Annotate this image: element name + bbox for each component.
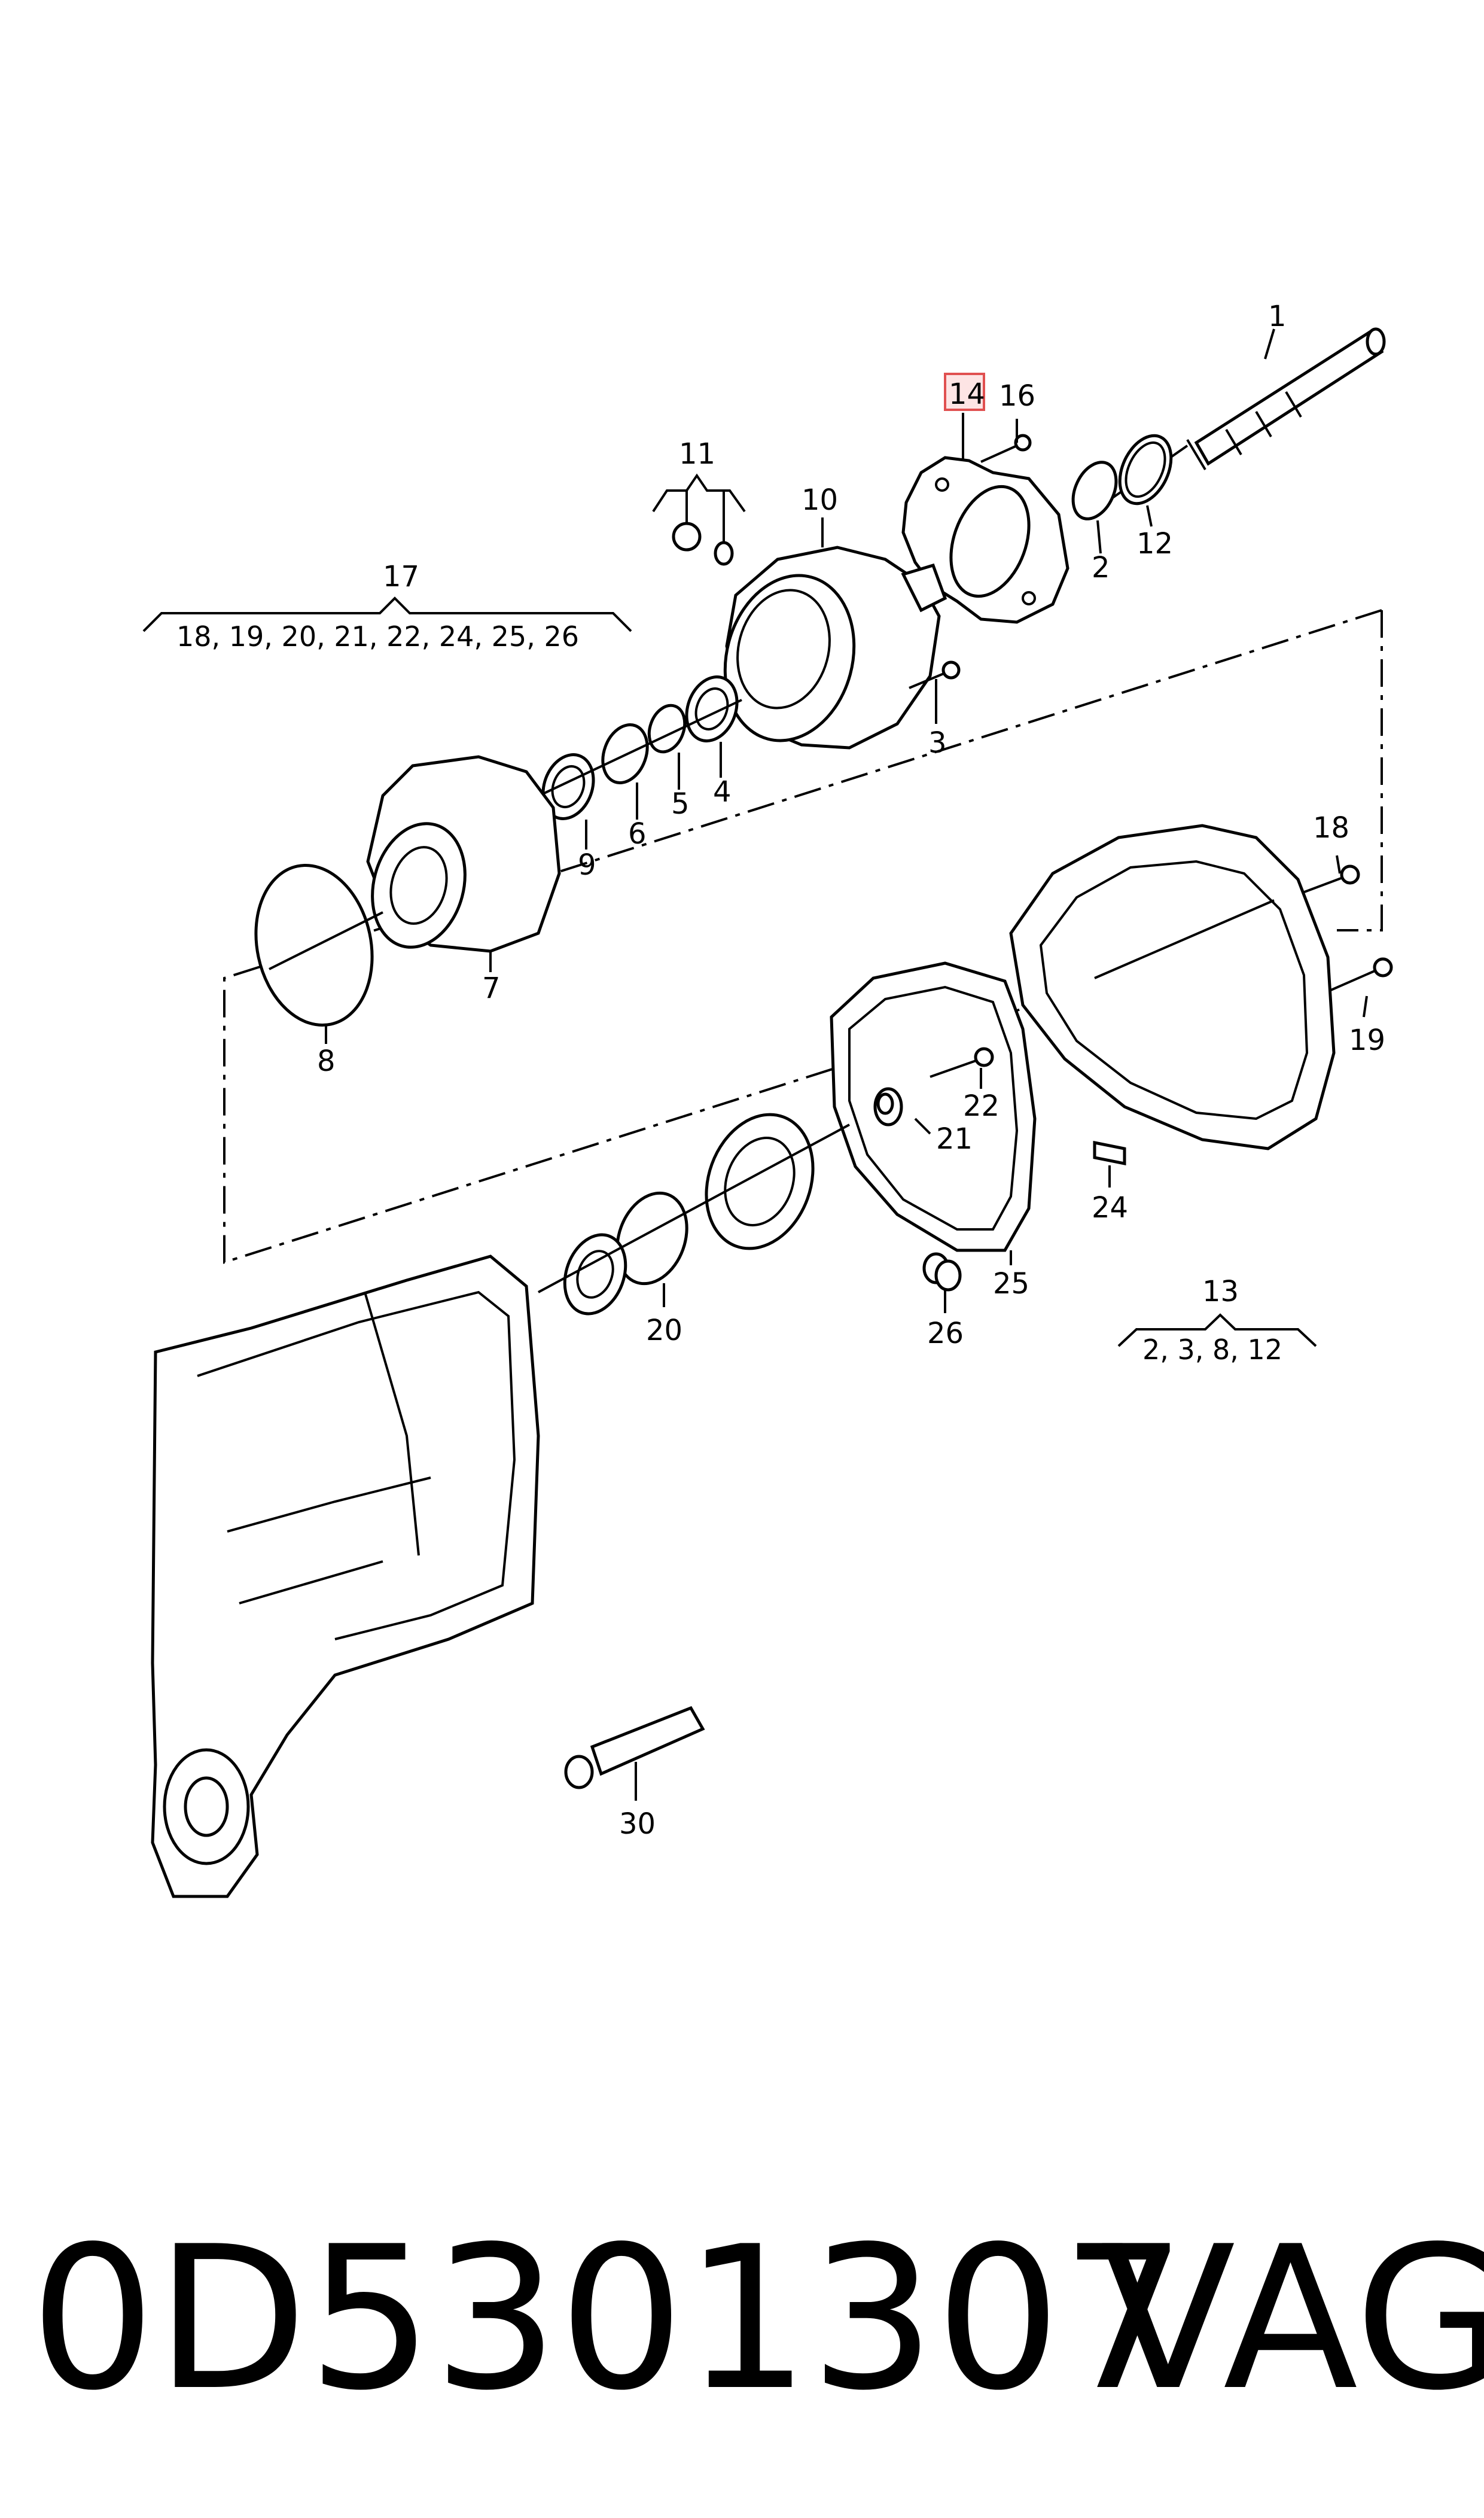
label-26: 26	[927, 1317, 964, 1350]
label-16: 16	[999, 379, 1035, 413]
part-14-flange	[901, 456, 1069, 624]
part-2-o-ring	[1071, 461, 1118, 520]
label-19: 19	[1349, 1024, 1385, 1057]
part-3-bolt	[909, 660, 961, 689]
part-11-plug	[672, 522, 702, 552]
part-22-bolt	[930, 1047, 994, 1078]
label-group-17: 18, 19, 20, 21, 22, 24, 25, 26	[176, 620, 579, 653]
part-21-washer	[876, 1092, 894, 1115]
label-5: 5	[671, 787, 690, 821]
part-18-bolt	[1297, 864, 1360, 896]
label-17: 17	[383, 560, 419, 593]
part-12-seal-ring	[1118, 434, 1173, 506]
main-gearbox-housing	[151, 1255, 540, 1898]
label-18: 18	[1313, 811, 1349, 845]
label-25: 25	[993, 1267, 1029, 1301]
label-group-13: 2, 3, 8, 12	[1142, 1333, 1282, 1366]
label-3: 3	[928, 726, 947, 760]
label-6: 6	[628, 817, 647, 851]
transfer-case-housing	[1009, 824, 1336, 1150]
part-26-sleeve	[922, 1252, 962, 1292]
label-24: 24	[1092, 1191, 1128, 1225]
leader-lines	[325, 328, 1368, 1313]
part-labels: 1 14 16 11 10 2 12 17 18, 19, 20, 21, 22…	[176, 300, 1385, 1841]
label-11: 11	[679, 437, 715, 471]
label-13: 13	[1202, 1275, 1239, 1308]
group-bracket-13	[1117, 1313, 1317, 1347]
label-7: 7	[482, 972, 501, 1005]
label-9: 9	[578, 848, 596, 882]
part-20-gear	[538, 1113, 850, 1316]
label-22: 22	[963, 1089, 1000, 1123]
part-19-bolt	[1330, 957, 1393, 991]
part-7-drum	[366, 755, 561, 953]
label-1: 1	[1268, 300, 1287, 333]
label-12: 12	[1136, 527, 1173, 561]
label-30: 30	[619, 1807, 656, 1841]
label-14: 14	[949, 377, 985, 411]
label-20: 20	[646, 1314, 682, 1347]
assembly-outline	[223, 609, 1383, 1264]
part-10-housing	[723, 546, 947, 750]
part-24-key	[1093, 1140, 1126, 1166]
label-4: 4	[713, 775, 732, 809]
group-bracket-11	[652, 473, 746, 541]
highlight-box-14	[944, 373, 985, 411]
group-bracket-17	[142, 596, 632, 632]
part-16-screw	[980, 434, 1032, 463]
label-2: 2	[1092, 551, 1110, 584]
part-25-cover	[830, 961, 1037, 1252]
label-8: 8	[317, 1045, 336, 1078]
label-10: 10	[802, 483, 838, 517]
footer-part-number: 0D5301307	[30, 2204, 1187, 2434]
label-21: 21	[936, 1122, 973, 1156]
part-30-tube	[564, 1706, 705, 1801]
footer-brand: VAG	[1101, 2204, 1484, 2434]
part-8-o-ring	[254, 863, 374, 1027]
